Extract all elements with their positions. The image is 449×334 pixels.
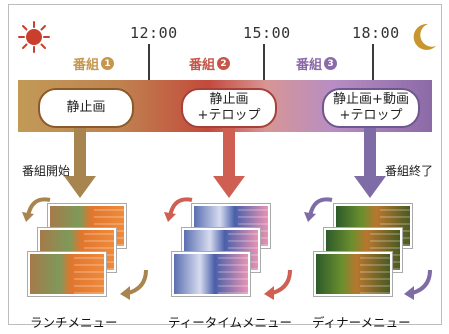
program-end-label: 番組終了 [385,164,434,178]
content-box-1-line1: 静止画 [66,99,106,115]
arrow-down-icon [213,128,245,198]
menu-card-dinner [314,252,392,296]
rotate-arrow-icon [264,269,292,300]
menu-card-teatime [172,252,250,296]
content-box-3-line2: +テロップ [339,108,403,123]
menu-caption-lunch: ランチメニュー [30,315,118,330]
content-box-1: 静止画 [38,88,134,128]
time-label-12: 12:00 [130,24,178,42]
content-box-2-line1: 静止画 [209,91,249,107]
sun-icon [18,21,50,53]
time-tick-18 [372,44,374,80]
menu-caption-dinner: ディナーメニュー [312,315,411,330]
diagram-frame [8,4,442,325]
content-box-2: 静止画 +テロップ [181,88,277,128]
rotate-arrow-icon [22,197,51,222]
menu-caption-teatime: ティータイムメニュー [168,315,293,330]
menu-card-lunch [28,252,106,296]
rotate-arrow-icon [404,269,432,300]
rotate-arrow-icon [120,269,148,300]
time-tick-15 [263,44,265,80]
rotate-arrow-icon [304,197,333,222]
content-box-3: 静止画+動画 +テロップ [322,88,420,128]
arrow-down-icon [64,128,96,198]
rotate-arrow-icon [164,197,193,222]
time-tick-12 [148,44,150,80]
moon-icon [413,23,436,50]
time-label-18: 18:00 [352,24,400,42]
content-box-2-line2: +テロップ [197,108,261,123]
time-label-15: 15:00 [243,24,291,42]
program-start-label: 番組開始 [22,164,71,178]
content-box-3-line1: 静止画+動画 [333,91,409,107]
arrow-down-icon [354,128,386,198]
